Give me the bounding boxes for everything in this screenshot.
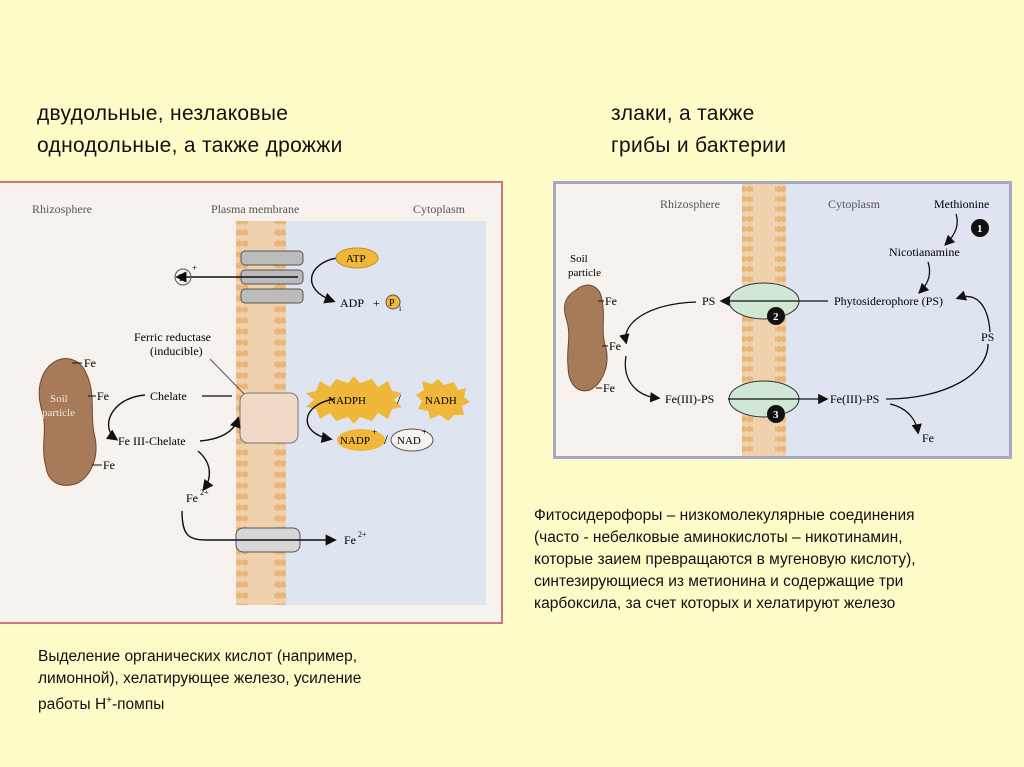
pi-badge — [385, 294, 401, 310]
step-3-label: 3 — [773, 409, 779, 421]
caption-right: Фитосидерофоры – низкомолекулярные соеди… — [534, 505, 916, 615]
fe-iii-chelate-label: Fe III-Chelate — [118, 434, 186, 448]
pi-label: P — [389, 298, 395, 309]
ferric-reductase — [239, 392, 299, 444]
nicotianamine-label: Nicotianamine — [889, 245, 960, 259]
fe-bound-r3: Fe — [603, 381, 615, 395]
atp-badge — [335, 247, 379, 269]
fe-bound-r1: Fe — [605, 294, 617, 308]
chelate-label: Chelate — [150, 389, 187, 403]
ps-recycled-label: PS — [981, 330, 994, 344]
soil-particle-2 — [563, 284, 608, 392]
fe-bound-2: Fe — [97, 389, 109, 403]
heading-left-line2: однодольные, а также дрожжи — [37, 134, 343, 157]
nadp-sup: + — [372, 427, 377, 437]
caption-left-line3: работы H+-помпы — [38, 690, 361, 716]
caption-right-line5: карбоксила, за счет которых и хелатируют… — [534, 595, 896, 612]
caption-right-line4: синтезирующиеся из метионина и содержащи… — [534, 573, 904, 590]
caption-right-line3: которые заием превращаются в мугеновую к… — [534, 551, 916, 568]
caption-right-line2: (часто - небелковые аминокислоты – никот… — [534, 529, 903, 546]
label-rhizosphere-2: Rhizosphere — [660, 197, 720, 211]
h-ion — [174, 268, 192, 286]
adp-label: ADP — [340, 296, 364, 310]
ferric-reductase-label: Ferric reductase — [134, 330, 211, 344]
strategy-1-svg: Rhizosphere Plasma membrane Cytoplasm H … — [0, 183, 501, 622]
nadh-burst — [416, 379, 470, 421]
label-plasma-membrane: Plasma membrane — [211, 202, 299, 216]
fe2-inside-label: Fe — [344, 533, 356, 547]
fe-iii-ps-outside-label: Fe(III)-PS — [665, 392, 714, 406]
heading-right: злаки, а также грибы и бактерии — [611, 98, 786, 162]
methionine-label: Methionine — [934, 197, 989, 211]
fe2-label: Fe — [186, 491, 198, 505]
step-1-badge — [971, 219, 989, 237]
caption-left: Выделение органических кислот (например,… — [38, 646, 361, 716]
step-2-label: 2 — [773, 311, 779, 323]
atp-label: ATP — [346, 253, 366, 265]
ps-outside-label: PS — [702, 294, 715, 308]
heading-left-line1: двудольные, незлаковые — [37, 102, 289, 125]
caption-left-sup: + — [106, 695, 112, 706]
heading-left: двудольные, незлаковые однодольные, а та… — [37, 98, 343, 162]
nadph-label: NADPH — [328, 395, 366, 407]
phytosiderophore-label: Phytosiderophore (PS) — [834, 294, 943, 308]
fe-iii-ps-inside-label: Fe(III)-PS — [830, 392, 879, 406]
pi-sub: i — [399, 304, 402, 313]
label-cytoplasm-2: Cytoplasm — [828, 197, 881, 211]
caption-left-line1: Выделение органических кислот (например, — [38, 648, 358, 665]
heading-right-line2: грибы и бактерии — [611, 134, 787, 157]
strategy-2-svg: Rhizosphere Cytoplasm Methionine 1 Nicot… — [556, 184, 1009, 456]
strategy-1-diagram: Rhizosphere Plasma membrane Cytoplasm H … — [0, 181, 503, 624]
caption-left-line3-end: -помпы — [111, 696, 165, 714]
label-rhizosphere: Rhizosphere — [32, 202, 92, 216]
fe-bound-3: Fe — [103, 458, 115, 472]
inducible-label: (inducible) — [150, 344, 203, 358]
h-ion-label: H — [179, 272, 187, 284]
nad-sup: + — [422, 427, 427, 437]
strategy-2-diagram: Rhizosphere Cytoplasm Methionine 1 Nicot… — [553, 181, 1012, 459]
caption-left-line3-text: работы H — [38, 696, 107, 714]
caption-left-line2: лимонной), хелатирующее железо, усиление — [38, 670, 362, 687]
soil-label-2: Soil — [570, 253, 588, 265]
soil-particle — [38, 358, 97, 486]
heading-right-line1: злаки, а также — [611, 102, 755, 125]
slash-1: / — [397, 393, 401, 408]
particle-label: particle — [42, 407, 75, 419]
label-cytoplasm: Cytoplasm — [413, 202, 466, 216]
soil-label: Soil — [50, 393, 68, 405]
particle-label-2: particle — [568, 267, 601, 279]
plus-sign: + — [373, 296, 380, 310]
fe-released-label: Fe — [922, 431, 934, 445]
fe-bound-r2: Fe — [609, 339, 621, 353]
fe-bound-1: Fe — [84, 356, 96, 370]
step-3-badge — [767, 405, 785, 423]
h-ion-sup: + — [192, 263, 197, 273]
nadph-burst — [306, 376, 402, 424]
caption-right-line1: Фитосидерофоры – низкомолекулярные соеди… — [534, 507, 915, 524]
nadp-badge — [337, 429, 385, 451]
slash-2: / — [384, 433, 388, 448]
step-2-badge — [767, 307, 785, 325]
step-1-label: 1 — [977, 223, 983, 235]
nad-label: NAD — [397, 435, 421, 447]
nad-badge — [390, 428, 434, 452]
nadh-label: NADH — [425, 395, 457, 407]
fe2-sup: 2+ — [200, 488, 209, 497]
nadp-label: NADP — [340, 435, 370, 447]
fe2-inside-sup: 2+ — [358, 530, 367, 539]
